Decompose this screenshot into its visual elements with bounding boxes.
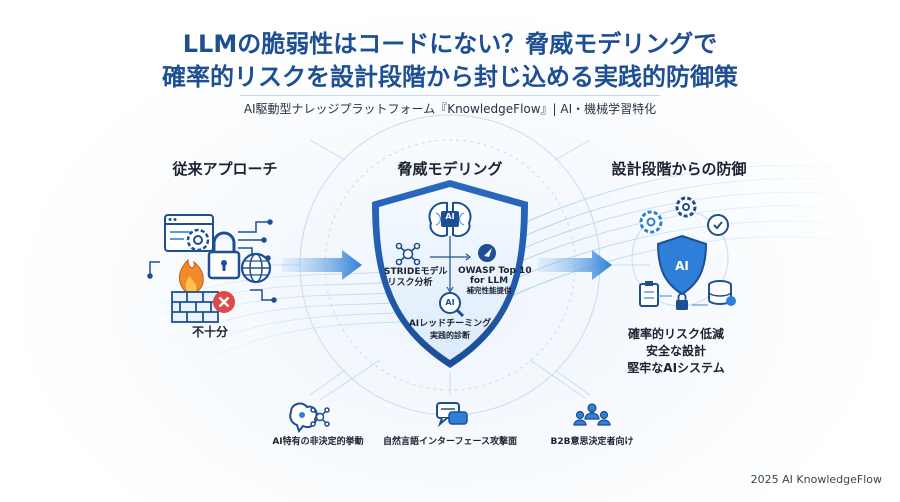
padlock-icon xyxy=(207,231,241,280)
people-hierarchy-icon xyxy=(573,403,611,426)
clipboard-icon xyxy=(639,281,659,307)
owasp-compass-icon xyxy=(478,244,496,262)
page-title-line2: 確率的リスクを設計段階から封じ込める実践的防御策 xyxy=(162,63,738,91)
gear-icon xyxy=(186,228,210,252)
copyright-footer: 2025 AI KnowledgeFlow xyxy=(750,473,882,486)
bottom-caption-b2b: B2B意思決定者向け xyxy=(550,437,634,447)
gear-icon-top-center xyxy=(675,196,697,218)
page-subtitle: AI駆動型ナレッジプラットフォーム『KnowledgeFlow』| AI・機械学… xyxy=(243,102,657,116)
right-flow-arrow xyxy=(538,250,612,280)
failure-x-icon xyxy=(213,291,235,313)
database-lock-icon xyxy=(708,280,736,306)
red-team-ai-badge: AI xyxy=(445,298,455,307)
firewall-wall-icon xyxy=(171,291,219,323)
lock-small-icon xyxy=(676,292,688,310)
brain-network-icon xyxy=(289,402,318,434)
header-divider xyxy=(240,95,660,96)
check-badge-icon xyxy=(707,214,729,236)
legacy-approach-heading: 従来アプローチ xyxy=(172,160,278,178)
benefit-item: 確率的リスク低減 xyxy=(627,327,724,341)
threat-modeling-shield xyxy=(372,180,528,368)
chat-bubbles-icon xyxy=(436,402,468,428)
legacy-security-cluster xyxy=(147,214,277,323)
design-defense-cluster xyxy=(631,196,736,310)
benefit-item: 安全な設計 xyxy=(645,344,706,358)
gear-icon-top-left xyxy=(639,210,663,234)
benefit-list: 確率的リスク低減 安全な設計 堅牢なAIシステム xyxy=(602,326,750,377)
threat-modeling-heading: 脅威モデリング xyxy=(397,160,503,178)
shield-ai-badge: AI xyxy=(675,259,689,273)
red-team-ai-icon xyxy=(439,292,465,318)
brain-ai-icon xyxy=(428,201,472,237)
benefit-item: 堅牢なAIシステム xyxy=(627,361,725,375)
legacy-result-label: 不十分 xyxy=(192,325,229,339)
globe-icon xyxy=(240,252,272,284)
bottom-caption-nondeterministic: AI特有の非決定的挙動 xyxy=(272,437,364,447)
left-flow-arrow xyxy=(282,250,362,280)
bottom-caption-nl-interface: 自然言語インターフェース攻撃面 xyxy=(382,437,517,447)
fire-icon xyxy=(179,258,204,293)
brain-ai-badge: AI xyxy=(445,212,455,221)
red-teaming-label: AIレッドチーミング 実践的診断 xyxy=(408,319,492,340)
network-node-icon xyxy=(310,407,330,427)
owasp-label: OWASP Top 10 for LLM 補完性能提供 xyxy=(458,266,532,295)
design-defense-heading: 設計段階からの防御 xyxy=(611,160,747,178)
stride-label: STRIDEモデル リスク分析 xyxy=(384,267,448,288)
page-title-line1: LLMの脆弱性はコードにない？脅威モデリングで xyxy=(182,30,718,58)
stride-network-icon xyxy=(395,242,421,266)
